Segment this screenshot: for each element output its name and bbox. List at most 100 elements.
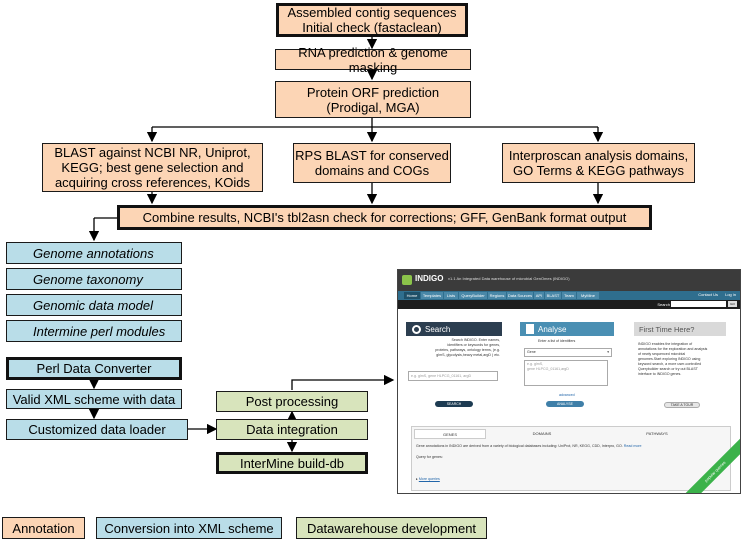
rps-line-1: RPS BLAST for conserved — [295, 148, 449, 163]
more-queries-wrap: ▸ More queries — [416, 477, 440, 482]
search-button[interactable]: SEARCH — [435, 401, 473, 407]
nav-tab[interactable]: Templates — [421, 292, 443, 299]
first-time-line: keyword search, a more user-controlled — [638, 362, 702, 366]
legend-datawarehouse-label: Datawarehouse development — [306, 520, 477, 536]
nav-tab[interactable]: API — [534, 292, 544, 299]
first-time-header: First Time Here? — [634, 322, 726, 336]
nav-tab[interactable]: QueryBuilder — [459, 292, 487, 299]
conversion-item: Intermine perl modules — [6, 320, 182, 342]
advanced-link[interactable]: advanced — [559, 393, 575, 397]
genomic-data-model-label: Genomic data model — [33, 297, 153, 313]
blast-box: BLAST against NCBI NR, Uniprot, KEGG; be… — [42, 143, 263, 192]
login-link[interactable]: Log in — [725, 292, 736, 297]
rps-blast-box: RPS BLAST for conserved domains and COGs — [293, 143, 451, 183]
conversion-item: Genome annotations — [6, 242, 182, 264]
first-time-text: INDIGO enables the integration of annota… — [638, 342, 730, 377]
combine-results-box: Combine results, NCBI's tbl2asn check fo… — [117, 205, 652, 230]
perl-data-converter-box: Perl Data Converter — [6, 357, 182, 380]
placeholder-line: e.g. glmS, — [527, 362, 544, 366]
interpro-line-2: GO Terms & KEGG pathways — [513, 163, 684, 178]
type-select[interactable]: Gene ▾ — [524, 348, 612, 357]
first-time-line: genomes.Start exploring INDIGO using — [638, 357, 701, 361]
tab-pathways[interactable]: PATHWAYS — [646, 430, 668, 436]
query-for-genes: Query for genes: — [416, 455, 443, 459]
document-icon — [526, 324, 534, 334]
search-panel-text: Search INDIGO. Enter names, identifiers … — [408, 338, 500, 358]
genome-taxonomy-label: Genome taxonomy — [33, 271, 143, 287]
assembled-line-1: Assembled contig sequences — [287, 5, 457, 20]
first-time-line: interface to INDIGO genes. — [638, 372, 682, 376]
type-select-value: Gene — [527, 350, 536, 354]
placeholder-line: gene HLPCG_01161,argD — [527, 367, 569, 371]
search-panel-input[interactable]: e.g. glmS, gene HLPCG_01161, argD — [408, 371, 498, 381]
blast-line-3: acquiring cross references, KOids — [54, 175, 251, 190]
conversion-item: Genome taxonomy — [6, 268, 182, 290]
search-text-line: proteins, pathways, ontology terms, (e.g… — [435, 348, 500, 352]
genes-text: Gene annotations in INDIGO are derived f… — [416, 444, 623, 448]
assembled-contigs-box: Assembled contig sequences Initial check… — [276, 3, 468, 37]
take-tour-button[interactable]: TAKE A TOUR — [664, 402, 700, 408]
search-text-line: glmS, glycolysis,heavy metal,argD ) etc. — [436, 353, 500, 357]
contact-us-link[interactable]: Contact Us — [698, 292, 718, 297]
combine-label: Combine results, NCBI's tbl2asn check fo… — [142, 210, 627, 225]
orf-line-2: (Prodigal, MGA) — [326, 99, 420, 115]
first-time-line: of newly sequenced microbial — [638, 352, 686, 356]
legend-annotation-label: Annotation — [12, 520, 75, 536]
interpro-line-1: Interproscan analysis domains, — [508, 148, 689, 163]
nav-tab[interactable]: Lists — [444, 292, 458, 299]
assembled-line-2: Initial check (fastaclean) — [302, 20, 442, 35]
chevron-down-icon: ▾ — [607, 350, 609, 354]
tab-genes[interactable]: GENES — [414, 429, 486, 439]
tab-domains[interactable]: DOMAINS — [532, 430, 552, 436]
build-label: InterMine build-db — [239, 455, 345, 471]
search-panel-title: Search — [425, 324, 451, 334]
search-icon — [412, 324, 421, 334]
data-loader-box: Customized data loader — [6, 419, 188, 440]
search-text-line: Search INDIGO. Enter names, — [451, 338, 500, 342]
search-input[interactable] — [671, 301, 726, 307]
orf-prediction-box: Protein ORF prediction (Prodigal, MGA) — [275, 81, 471, 118]
legend-conversion-label: Conversion into XML scheme — [104, 520, 274, 536]
data-integration-label: Data integration — [246, 422, 338, 437]
intermine-perl-modules-label: Intermine perl modules — [33, 323, 166, 339]
read-more-link[interactable]: Read more — [623, 444, 642, 448]
legend-conversion: Conversion into XML scheme — [96, 517, 282, 539]
indigo-logo-icon — [402, 275, 412, 285]
analyse-panel-title: Analyse — [538, 324, 567, 334]
analyse-button[interactable]: ANALYSE — [546, 401, 584, 407]
identifiers-textarea[interactable]: e.g. glmS, gene HLPCG_01161,argD — [524, 360, 608, 386]
intermine-build-box: InterMine build-db — [216, 452, 368, 474]
go-button[interactable]: GO — [728, 301, 737, 307]
legend-datawarehouse: Datawarehouse development — [296, 517, 487, 539]
first-time-line: INDIGO enables the integration of — [638, 342, 693, 346]
post-processing-label: Post processing — [245, 394, 339, 409]
nav-tab[interactable]: Data Sources — [507, 292, 533, 299]
rps-line-2: domains and COGs — [314, 163, 430, 178]
indigo-screenshot: INDIGO v1.1 An Integrated Data warehouse… — [397, 269, 741, 494]
more-queries-link[interactable]: More queries — [418, 477, 440, 481]
screenshot-header: INDIGO v1.1 An Integrated Data warehouse… — [398, 270, 740, 291]
tabs-area: GENES DOMAINS PATHWAYS Gene annotations … — [411, 426, 731, 491]
nav-tab[interactable]: BLAST — [545, 292, 561, 299]
nav-tab[interactable]: Regions — [488, 292, 506, 299]
screenshot-subtitle: v1.1 An Integrated Data warehouse of mic… — [448, 276, 570, 281]
data-integration-box: Data integration — [216, 419, 368, 440]
perl-converter-label: Perl Data Converter — [36, 361, 152, 376]
interproscan-box: Interproscan analysis domains, GO Terms … — [502, 143, 695, 183]
genes-description: Gene annotations in INDIGO are derived f… — [416, 444, 696, 449]
conversion-item: Genomic data model — [6, 294, 182, 316]
search-label: Search — [657, 302, 670, 307]
search-text-line: identifiers or keywords for genes, — [447, 343, 500, 347]
nav-tab[interactable]: Home — [404, 292, 420, 299]
nav-tab[interactable]: Team — [562, 292, 576, 299]
blast-line-2: KEGG; best gene selection and — [61, 160, 244, 175]
orf-line-1: Protein ORF prediction — [306, 84, 440, 100]
post-processing-box: Post processing — [216, 391, 368, 412]
chevron-right-icon: ▸ — [416, 477, 419, 481]
screenshot-title: INDIGO — [415, 274, 444, 283]
search-panel-header: Search — [406, 322, 502, 336]
nav-tab[interactable]: MyMine — [577, 292, 599, 299]
genome-annotations-label: Genome annotations — [33, 245, 154, 261]
rna-prediction-box: RNA prediction & genome masking — [275, 45, 471, 75]
